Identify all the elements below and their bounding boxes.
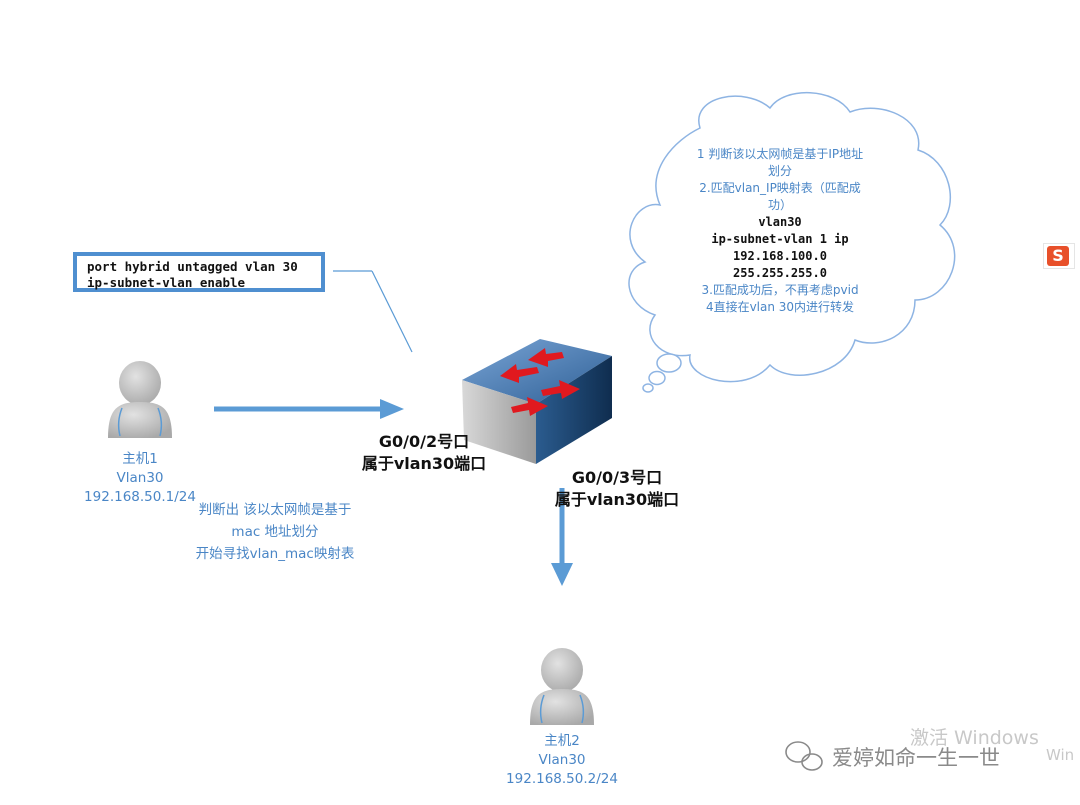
mac-note-line-3: 开始寻找vlan_mac映射表	[195, 546, 355, 562]
config-line-2: ip-subnet-vlan enable	[87, 275, 246, 290]
host2-ip: 192.168.50.2/24	[506, 771, 618, 787]
cloud-line-9: 3.匹配成功后，不再考虑pvid	[701, 283, 859, 297]
cloud-line-3: 2.匹配vlan_IP映射表（匹配成	[699, 181, 861, 195]
cloud-line-5: vlan30	[758, 215, 802, 229]
mac-note-line-1: 判断出 该以太网帧是基于	[198, 502, 352, 518]
port-in-desc: 属于vlan30端口	[361, 454, 487, 473]
wechat-account-watermark: 爱婷如命一生一世	[832, 746, 1000, 770]
activate-windows-watermark: 激活 Windows	[910, 727, 1039, 749]
cloud-line-10: 4直接在vlan 30内进行转发	[705, 300, 855, 314]
host2-name: 主机2	[544, 733, 580, 749]
cloud-line-4: 功）	[767, 198, 792, 212]
network-switch-icon	[462, 339, 612, 464]
arrow-host1-to-switch	[214, 399, 404, 419]
cloud-line-1: 1 判断该以太网帧是基于IP地址	[696, 147, 864, 161]
mac-note: 判断出 该以太网帧是基于 mac 地址划分 开始寻找vlan_mac映射表	[165, 499, 385, 565]
host1-label: 主机1 Vlan30 192.168.50.1/24	[60, 450, 220, 507]
port-in-name: G0/0/2号口	[378, 432, 470, 451]
host1-ip: 192.168.50.1/24	[84, 489, 196, 505]
host2-label: 主机2 Vlan30 192.168.50.2/24	[482, 732, 642, 789]
cloud-line-2: 划分	[767, 164, 792, 178]
cloud-line-7: 192.168.100.0	[733, 249, 827, 263]
host2-vlan: Vlan30	[538, 752, 586, 768]
mac-note-line-2: mac 地址划分	[231, 524, 319, 540]
port-out-label: G0/0/3号口 属于vlan30端口	[545, 467, 689, 511]
person-silhouette-icon	[108, 361, 172, 438]
cloud-line-6: ip-subnet-vlan 1 ip	[711, 232, 849, 246]
cloud-text: 1 判断该以太网帧是基于IP地址 划分 2.匹配vlan_IP映射表（匹配成 功…	[660, 146, 900, 316]
port-out-name: G0/0/3号口	[571, 468, 663, 487]
cloud-line-8: 255.255.255.0	[733, 266, 827, 280]
host1-vlan: Vlan30	[116, 470, 164, 486]
host1-name: 主机1	[122, 451, 158, 467]
person-silhouette-icon	[530, 648, 594, 725]
config-command-box: port hybrid untagged vlan 30 ip-subnet-v…	[73, 252, 325, 292]
port-out-desc: 属于vlan30端口	[554, 490, 680, 509]
port-in-label: G0/0/2号口 属于vlan30端口	[352, 431, 496, 475]
watermark-fragment: Win	[1046, 746, 1075, 764]
sogou-s-icon[interactable]: S	[1043, 243, 1075, 269]
wechat-icon	[785, 741, 823, 771]
thought-cloud	[628, 91, 956, 393]
config-line-1: port hybrid untagged vlan 30	[87, 259, 298, 274]
arrow-switch-to-host2	[551, 488, 573, 586]
